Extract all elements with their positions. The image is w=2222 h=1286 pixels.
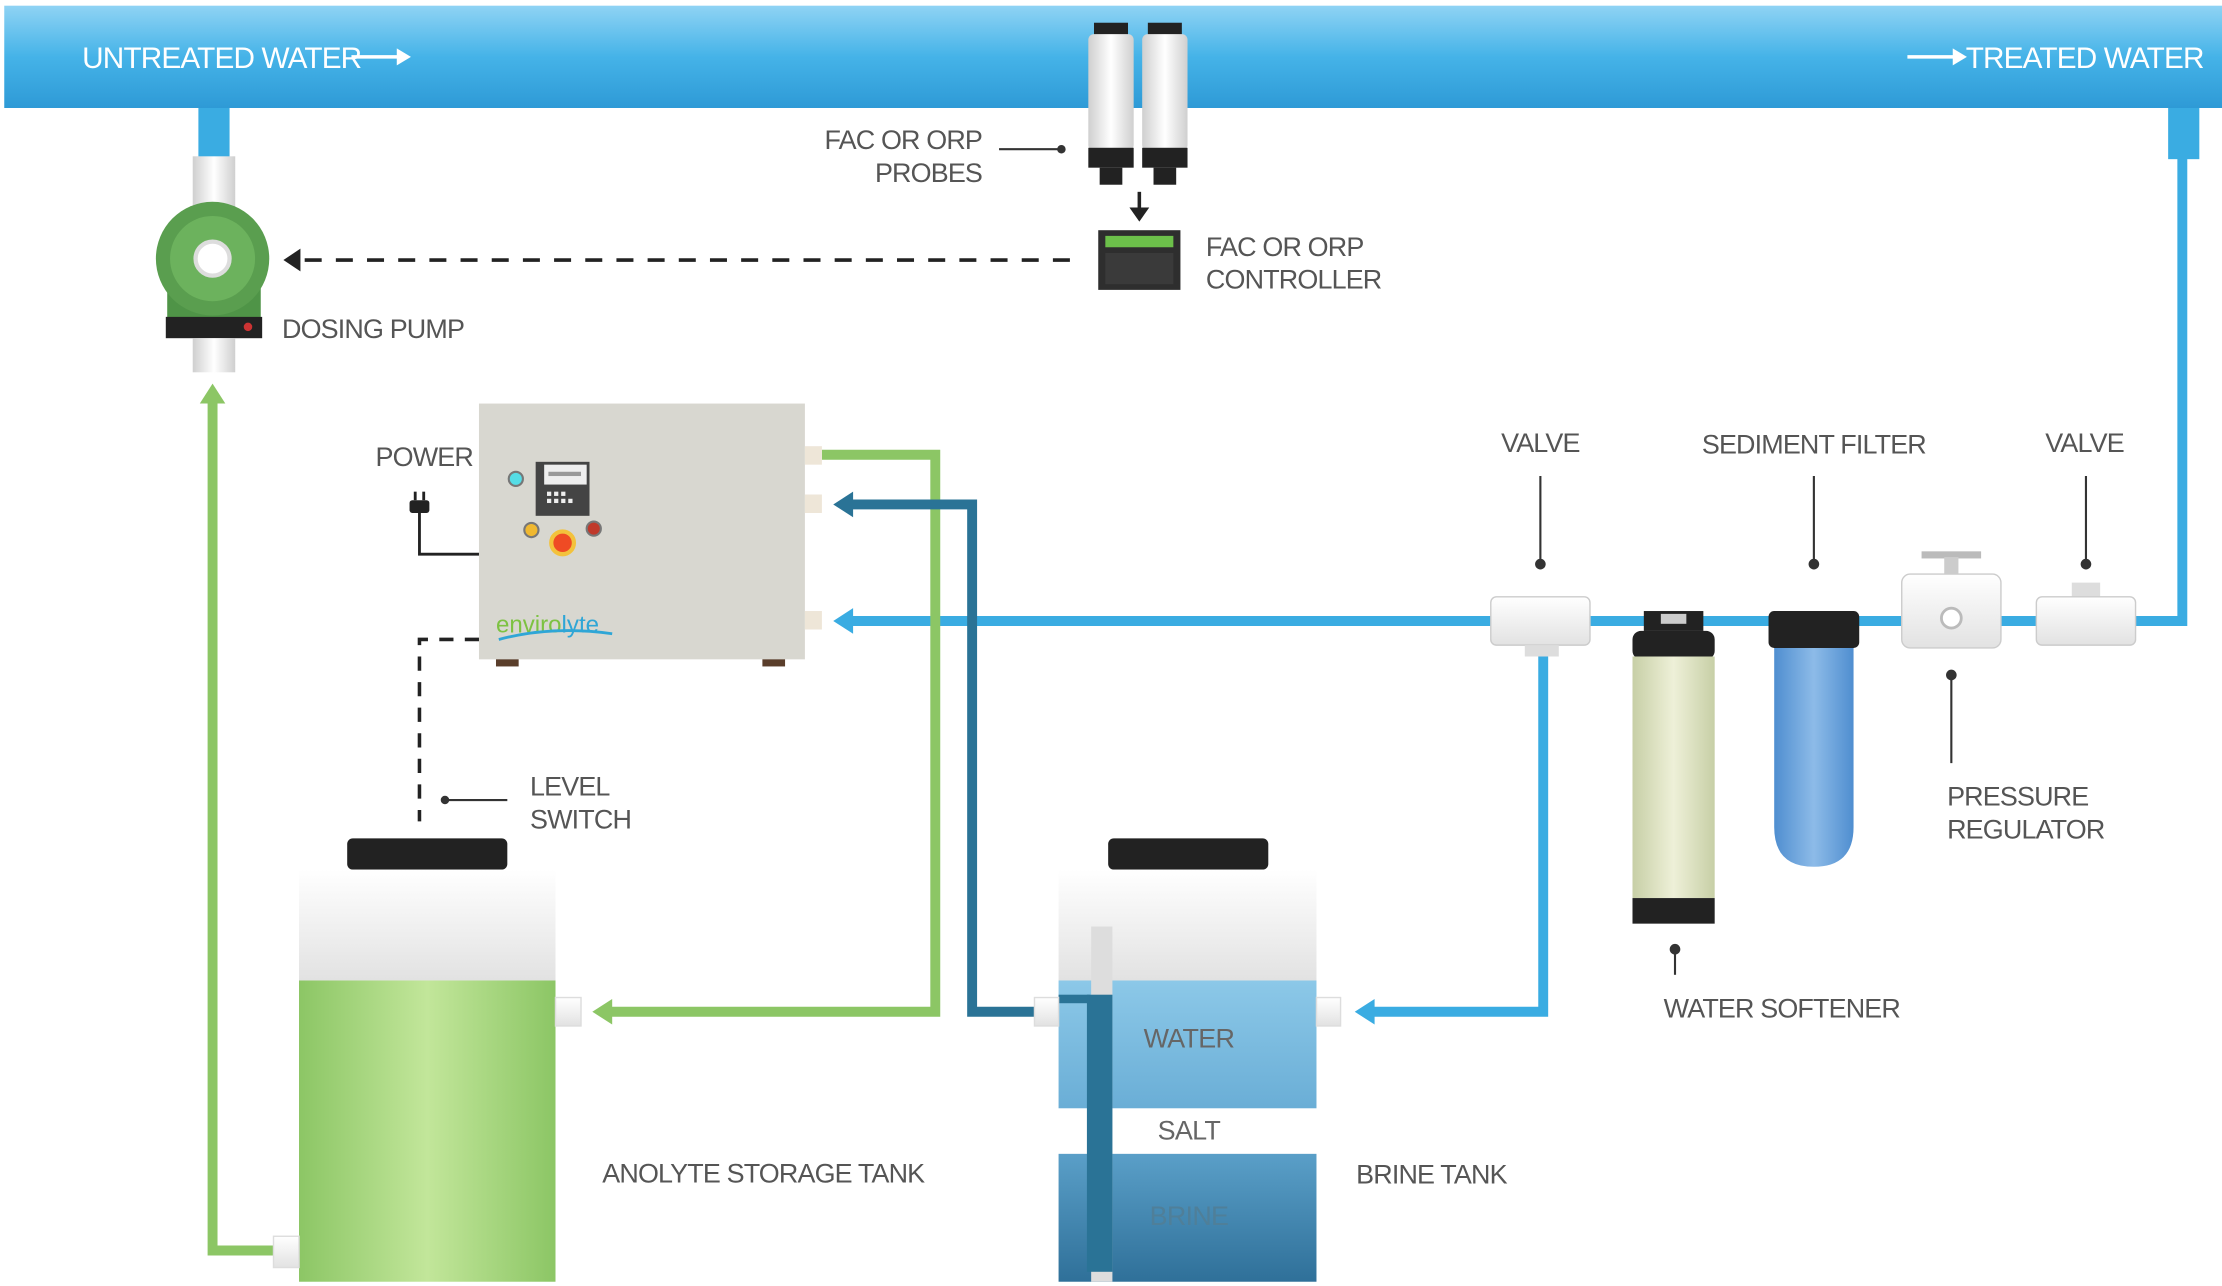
pressure-regulator-label-line2: REGULATOR [1947, 814, 2105, 844]
control-signal-line [283, 248, 1070, 272]
sediment-filter-label: SEDIMENT FILTER [1702, 429, 1926, 459]
pressure-regulator [1901, 551, 2002, 649]
brine-tank [1033, 838, 1342, 1282]
component-pointers [1535, 476, 2092, 975]
probes-label-line2: PROBES [875, 158, 982, 188]
probes-label-line1: FAC OR ORP [825, 125, 983, 155]
anolyte-storage-tank [272, 838, 582, 1282]
arrow-down-icon [1129, 191, 1150, 222]
envirolyte-logo: envirolyte [496, 611, 599, 638]
untreated-water-label: UNTREATED WATER [82, 42, 361, 75]
envirolyte-unit: envirolyte [478, 403, 822, 667]
arrow-right-icon [1907, 48, 1967, 66]
fac-orp-controller [1098, 230, 1181, 290]
probes-pointer [999, 144, 1066, 154]
valve-left [1490, 596, 1591, 657]
level-switch-label-line2: SWITCH [530, 804, 631, 834]
controller-label-line1: FAC OR ORP [1206, 232, 1364, 262]
sediment-filter [1768, 611, 1860, 867]
arrow-right-icon [351, 48, 411, 66]
water-layer-label: WATER [1144, 1023, 1235, 1053]
fac-orp-probes [1088, 22, 1188, 185]
dosing-pump-label: DOSING PUMP [282, 314, 464, 344]
controller-label-line2: CONTROLLER [1206, 264, 1382, 294]
valve-left-label: VALVE [1501, 428, 1580, 458]
level-switch-line [417, 637, 508, 822]
valve-right [2035, 582, 2137, 646]
water-softener-label: WATER SOFTENER [1664, 993, 1901, 1023]
dosing-pump [155, 156, 270, 373]
pressure-regulator-label-line1: PRESSURE [1947, 782, 2088, 812]
anolyte-tank-label: ANOLYTE STORAGE TANK [602, 1158, 925, 1188]
brine-layer-label: BRINE [1150, 1201, 1229, 1231]
level-switch-label-line1: LEVEL [530, 772, 610, 802]
treated-water-label: TREATED WATER [1966, 42, 2204, 75]
power-label: POWER [376, 442, 474, 472]
flow-arrowheads [199, 383, 1375, 1025]
water-softener [1632, 611, 1715, 924]
brine-tank-label: BRINE TANK [1356, 1160, 1507, 1190]
power-plug-icon [409, 491, 479, 556]
salt-layer-label: SALT [1158, 1116, 1221, 1146]
valve-right-label: VALVE [2045, 428, 2124, 458]
flow-lines [207, 156, 2188, 1256]
